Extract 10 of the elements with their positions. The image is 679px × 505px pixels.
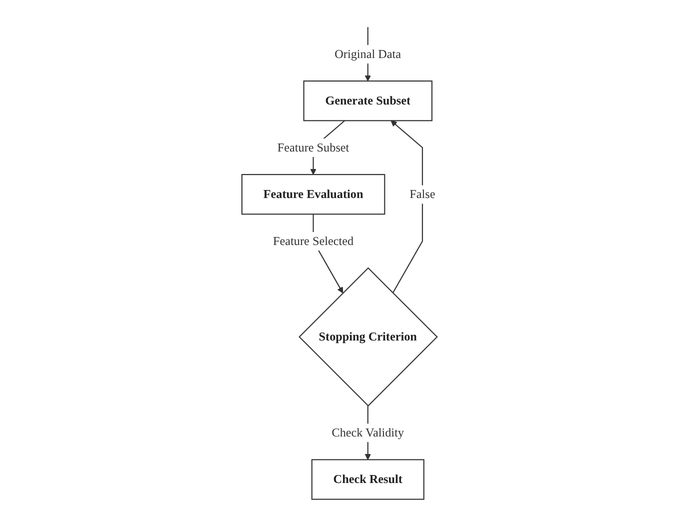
edge-label: Feature Selected — [273, 234, 354, 248]
node-box: Generate Subset — [303, 80, 432, 122]
node-box: Feature Evaluation — [241, 174, 386, 215]
node-box: Check Result — [311, 459, 424, 500]
node-diamond: Stopping Criterion — [298, 267, 438, 407]
edge-label: Check Validity — [332, 426, 404, 440]
arrow — [390, 120, 423, 294]
edge-label: Original Data — [334, 47, 402, 61]
edge-label: False — [410, 187, 436, 201]
edge-label: Feature Subset — [277, 140, 350, 154]
